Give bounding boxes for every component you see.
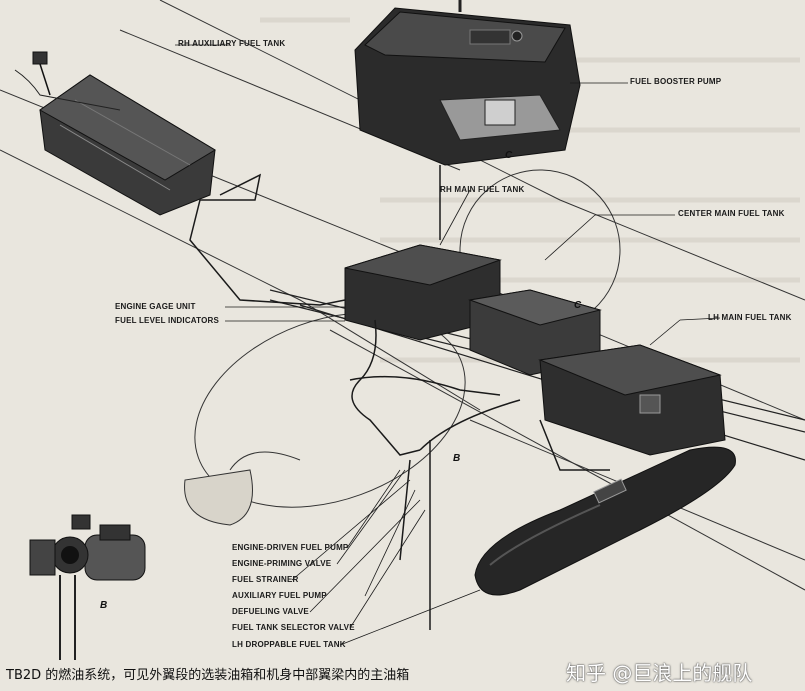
droppable-tank-graphic bbox=[474, 446, 736, 596]
main-tanks-graphic bbox=[344, 244, 726, 456]
label-aux-fuel-pump: AUXILIARY FUEL PUMP bbox=[232, 591, 327, 600]
label-engine-priming-valve: ENGINE-PRIMING VALVE bbox=[232, 559, 332, 568]
label-engine-driven-pump: ENGINE-DRIVEN FUEL PUMP bbox=[232, 543, 349, 552]
callout-c-top: C bbox=[505, 150, 513, 161]
callout-c-mid: C bbox=[574, 300, 582, 311]
label-lh-droppable-tank: LH DROPPABLE FUEL TANK bbox=[232, 640, 346, 649]
label-rh-aux-tank: RH AUXILIARY FUEL TANK bbox=[178, 39, 286, 48]
fuel-lines bbox=[189, 165, 610, 630]
callout-b-inset: B bbox=[100, 600, 108, 611]
pump-inset-graphic bbox=[29, 514, 146, 660]
label-fuel-level-indicators: FUEL LEVEL INDICATORS bbox=[115, 316, 220, 325]
leader-lines bbox=[175, 44, 721, 646]
rh-aux-tank-graphic bbox=[14, 51, 216, 216]
label-defueling-valve: DEFUELING VALVE bbox=[232, 607, 309, 616]
label-center-main-tank: CENTER MAIN FUEL TANK bbox=[678, 209, 785, 218]
center-tank-top-graphic bbox=[354, 0, 581, 166]
figure-caption: TB2D 的燃油系统，可见外翼段的选装油箱和机身中部翼梁内的主油箱 bbox=[6, 668, 410, 683]
label-rh-main-tank: RH MAIN FUEL TANK bbox=[440, 185, 525, 194]
label-lh-main-tank: LH MAIN FUEL TANK bbox=[708, 313, 792, 322]
callout-b-mid: B bbox=[453, 453, 461, 464]
label-fuel-booster-pump: FUEL BOOSTER PUMP bbox=[630, 77, 722, 86]
label-fuel-strainer: FUEL STRAINER bbox=[232, 575, 299, 584]
label-engine-gage-unit: ENGINE GAGE UNIT bbox=[115, 302, 196, 311]
watermark: 知乎 @巨浪上的舰队 bbox=[566, 661, 753, 685]
label-selector-valve: FUEL TANK SELECTOR VALVE bbox=[232, 623, 355, 632]
